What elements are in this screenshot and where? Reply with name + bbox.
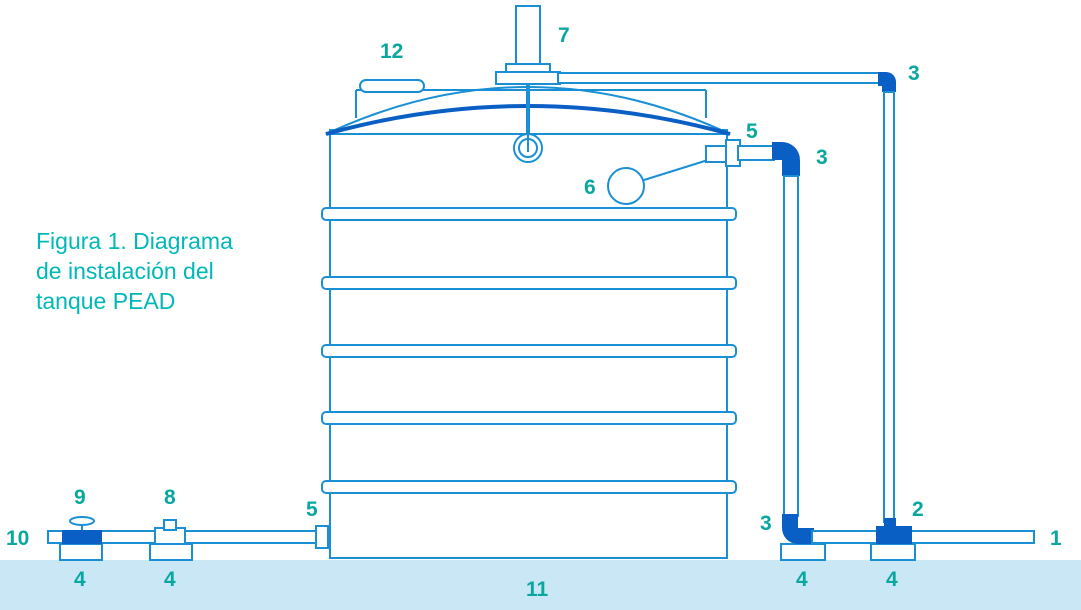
elbow-bottom	[782, 514, 814, 544]
float-arm	[643, 159, 709, 181]
inlet-connector-pipe	[737, 145, 775, 161]
tank-band	[321, 411, 737, 425]
ground-base	[0, 560, 1081, 610]
vent-base	[495, 71, 561, 85]
label-1: 1	[1050, 527, 1062, 550]
label-4-c: 4	[796, 568, 808, 591]
label-2: 2	[912, 498, 924, 521]
label-12: 12	[380, 40, 403, 63]
label-9: 9	[74, 486, 86, 509]
label-3-top: 3	[908, 62, 920, 85]
inlet-connector	[705, 145, 729, 163]
valve-handle	[69, 516, 95, 526]
support-block	[59, 543, 103, 561]
top-inlet-pipe	[557, 72, 883, 84]
support-block	[780, 543, 826, 561]
label-6: 6	[584, 176, 596, 199]
mid-riser-pipe	[783, 175, 799, 517]
tee-2	[876, 526, 912, 544]
right-riser-pipe	[883, 91, 895, 523]
label-4-d: 4	[886, 568, 898, 591]
label-4-a: 4	[74, 568, 86, 591]
tank-band	[321, 276, 737, 290]
caption-line: de instalación del	[36, 258, 214, 284]
label-5-top: 5	[746, 120, 758, 143]
tank-lid	[359, 79, 425, 93]
caption-line: Figura 1. Diagrama	[36, 228, 233, 254]
tank-band	[321, 344, 737, 358]
figure-caption: Figura 1. Diagrama de instalación del ta…	[36, 226, 266, 316]
vent-pipe	[515, 5, 541, 67]
label-11: 11	[526, 578, 549, 601]
caption-line: tanque PEAD	[36, 288, 176, 314]
float-ball	[607, 167, 645, 205]
label-3-bottom: 3	[760, 512, 772, 535]
label-3-mid: 3	[816, 146, 828, 169]
label-10: 10	[6, 527, 29, 550]
outlet-connector	[315, 525, 329, 549]
tank-band	[321, 207, 737, 221]
tee-2-branch	[884, 518, 896, 528]
support-block	[870, 543, 916, 561]
support-block	[149, 543, 193, 561]
label-8: 8	[164, 486, 176, 509]
elbow-mid-right	[772, 142, 800, 176]
label-5-bottom: 5	[306, 498, 318, 521]
label-7: 7	[558, 24, 570, 47]
tee-branch	[163, 519, 177, 531]
label-4-b: 4	[164, 568, 176, 591]
supply-pipe	[811, 530, 1035, 544]
elbow-top-right	[878, 72, 896, 92]
tank-band	[321, 480, 737, 494]
valve-body	[62, 530, 102, 544]
